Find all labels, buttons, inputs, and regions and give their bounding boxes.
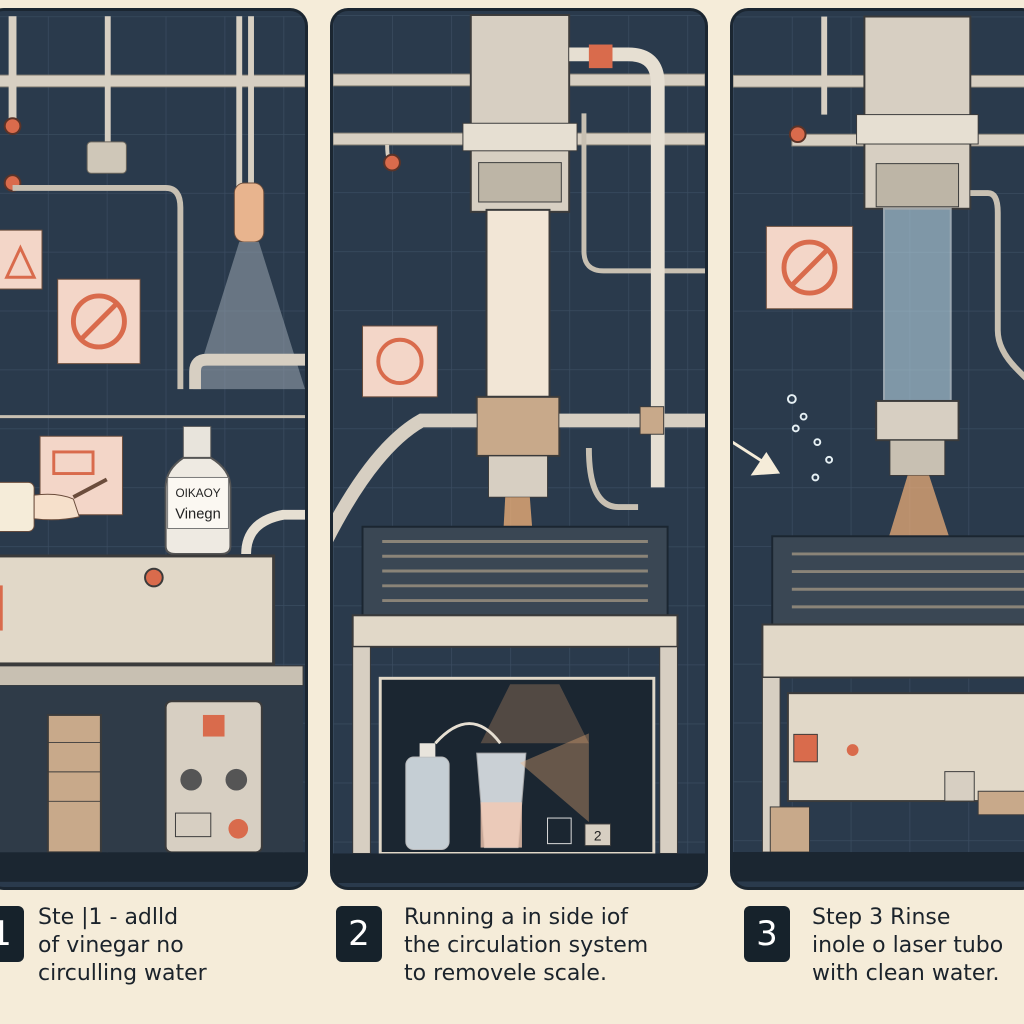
caption-line: Running a in side iof [404, 905, 629, 930]
scaled-tube [485, 208, 551, 398]
water-bubbles [786, 394, 834, 482]
caption-line: inole o laser tubo [812, 933, 1004, 958]
caption-line: circulling water [38, 961, 207, 986]
canister [46, 713, 102, 854]
panel-step-3 [730, 8, 1024, 890]
step-number-badge: 1 [0, 906, 24, 962]
caption-step-2: 2 Running a in side iof the circulation … [332, 900, 712, 1020]
radiator [771, 535, 1024, 626]
caption-line: of vinegar no [38, 933, 184, 958]
caption-line: Step 3 Rinse [812, 905, 951, 930]
machine-body [0, 554, 276, 666]
step-caption: Step 3 Rinse inole o laser tubo with cle… [812, 904, 1003, 988]
bottle-label-bottom: Vinegn [175, 507, 221, 523]
caption-step-1: 1 Ste |1 - adlld of vinegar no circullin… [0, 900, 320, 1020]
step-number-badge: 3 [744, 906, 790, 962]
caption-line: to removele scale. [404, 961, 607, 986]
arrow-icon [750, 451, 781, 476]
small-box-label: 2 [594, 829, 602, 844]
sign-panel-2 [362, 325, 438, 398]
caption-step-3: 3 Step 3 Rinse inole o laser tubo with c… [740, 900, 1024, 1020]
caption-line: the circulation system [404, 933, 649, 958]
warning-sign [0, 229, 43, 290]
water-bottle [405, 743, 450, 851]
vinegar-bottle: OIKAOY Vinegn [164, 425, 232, 555]
panel-2-illustration: 2 [333, 14, 705, 883]
step-caption: Running a in side iof the circulation sy… [404, 904, 648, 988]
step-number-badge: 2 [336, 906, 382, 962]
panel-step-2: 2 [330, 8, 708, 890]
panel-3-illustration [733, 15, 1024, 882]
clean-tube [883, 207, 952, 402]
step-caption: Ste |1 - adlld of vinegar no circulling … [38, 904, 207, 988]
caption-line: Ste |1 - adlld [38, 905, 179, 930]
panel-1-illustration: OIKAOY Vinegn [0, 16, 305, 882]
caption-line: with clean water. [812, 961, 1000, 986]
panel-step-1: OIKAOY Vinegn [0, 8, 308, 890]
bottle-label-top: OIKAOY [175, 487, 220, 500]
